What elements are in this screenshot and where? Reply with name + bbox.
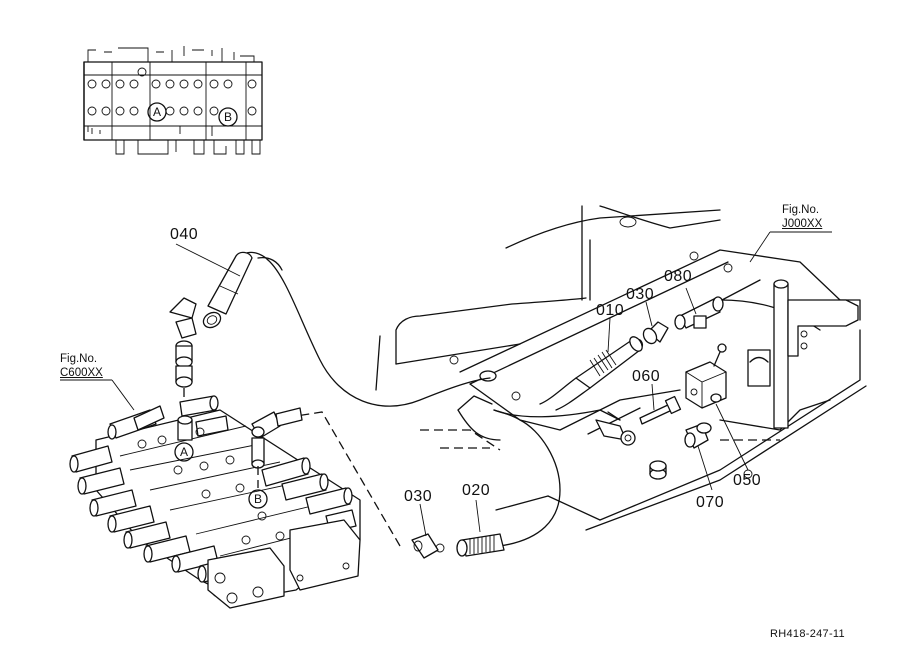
part-number-060: 060 [632, 368, 661, 385]
elbow-070 [684, 422, 712, 449]
hose-020 [295, 409, 621, 559]
figure-ref-left: Fig.No. C600XX [60, 352, 103, 380]
inset-port-a-label: A [152, 105, 161, 119]
figure-ref-right: Fig.No. J000XX [782, 203, 822, 231]
part-number-040: 040 [170, 226, 199, 243]
part-number-010: 010 [596, 302, 625, 319]
valve-050 [685, 343, 727, 409]
figure-ref-left-code: C600XX [60, 367, 103, 379]
figure-ref-right-prefix: Fig.No. [782, 204, 820, 216]
port-b-label: B [253, 492, 262, 506]
diagram-id: RH418-247-11 [770, 628, 845, 640]
leader-lines [60, 231, 832, 537]
inset-valve-overview [83, 46, 263, 155]
port-a-label: A [179, 445, 188, 459]
figure-ref-right-code: J000XX [782, 218, 823, 230]
part-number-030-upper: 030 [626, 286, 655, 303]
figure-ref-left-prefix: Fig.No. [60, 353, 98, 365]
part-number-080: 080 [664, 268, 693, 285]
part-number-070: 070 [696, 494, 725, 511]
control-valve-assembly [69, 395, 361, 609]
frame-chassis [375, 205, 867, 531]
inset-port-b-label: B [223, 110, 232, 124]
part-number-030-lower: 030 [404, 488, 433, 505]
hose-040 [169, 251, 491, 420]
part-number-020: 020 [462, 482, 491, 499]
part-number-050: 050 [733, 472, 762, 489]
bolt-060 [639, 395, 682, 425]
fitting-030-080 [642, 279, 761, 345]
hose-010 [539, 336, 644, 446]
